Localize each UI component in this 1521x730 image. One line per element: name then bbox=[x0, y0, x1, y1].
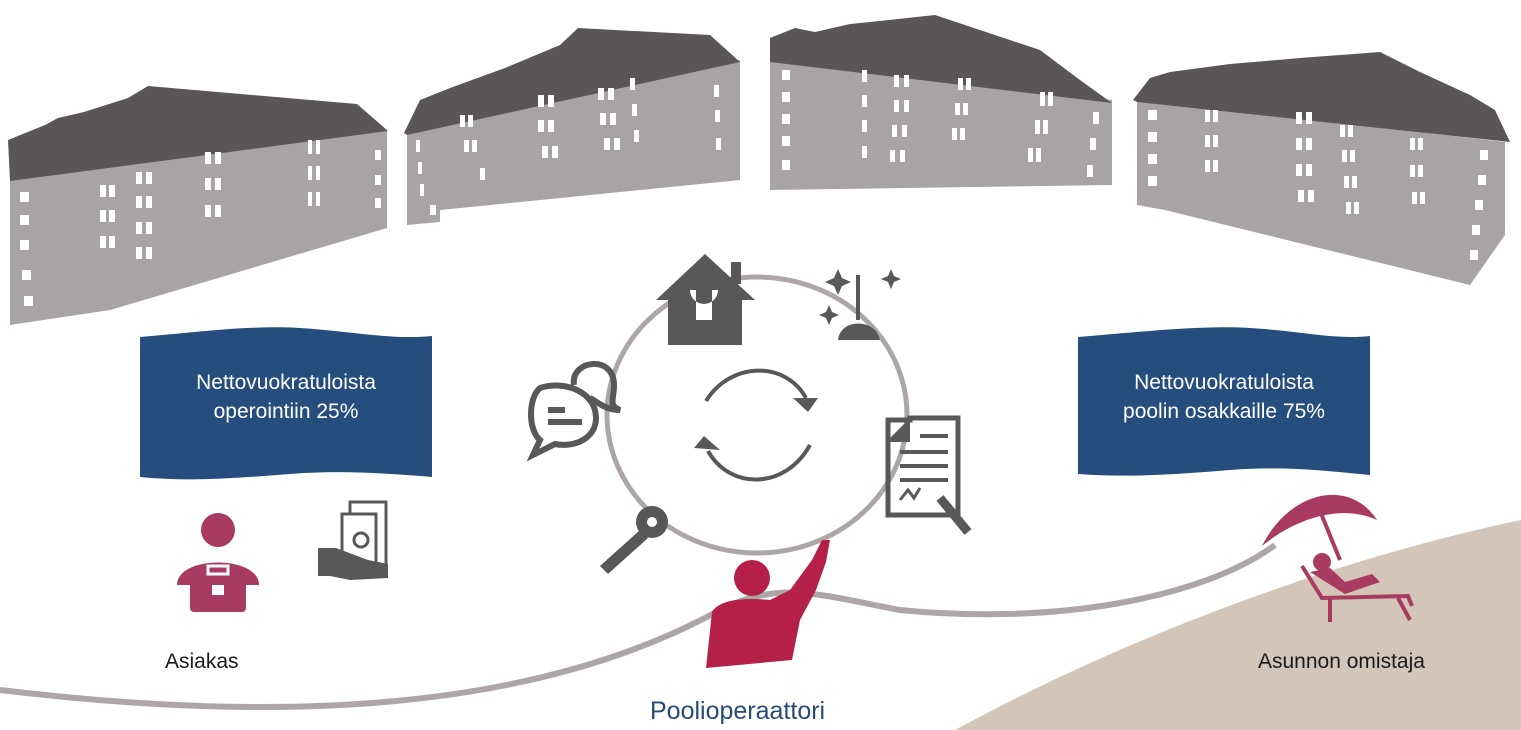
beach-area bbox=[955, 520, 1521, 730]
operator-person-icon bbox=[706, 540, 830, 668]
building-3 bbox=[770, 15, 1112, 190]
cash-hand-icon bbox=[318, 502, 388, 580]
banner-right-line1: Nettovuokratuloista bbox=[1078, 368, 1370, 397]
operator-label: Poolioperaattori bbox=[650, 697, 825, 726]
building-2 bbox=[404, 28, 740, 225]
customer-label: Asiakas bbox=[165, 650, 239, 674]
building-4 bbox=[1133, 52, 1510, 285]
banner-right-text: Nettovuokratuloista poolin osakkaille 75… bbox=[1078, 368, 1370, 426]
chat-bubbles-icon bbox=[531, 364, 620, 455]
cleaning-broom-icon bbox=[819, 269, 901, 340]
banner-left-text: Nettovuokratuloista operointiin 25% bbox=[140, 368, 432, 426]
cycle-arrows-icon bbox=[694, 371, 818, 480]
building-1 bbox=[8, 86, 388, 325]
house-repair-icon bbox=[656, 254, 755, 345]
banner-left-line1: Nettovuokratuloista bbox=[140, 368, 432, 397]
owner-label: Asunnon omistaja bbox=[1258, 650, 1425, 674]
contract-icon bbox=[886, 418, 968, 532]
key-icon bbox=[600, 506, 668, 574]
banner-left-line2: operointiin 25% bbox=[140, 397, 432, 426]
banner-right-line2: poolin osakkaille 75% bbox=[1078, 397, 1370, 426]
customer-icon bbox=[177, 513, 259, 612]
